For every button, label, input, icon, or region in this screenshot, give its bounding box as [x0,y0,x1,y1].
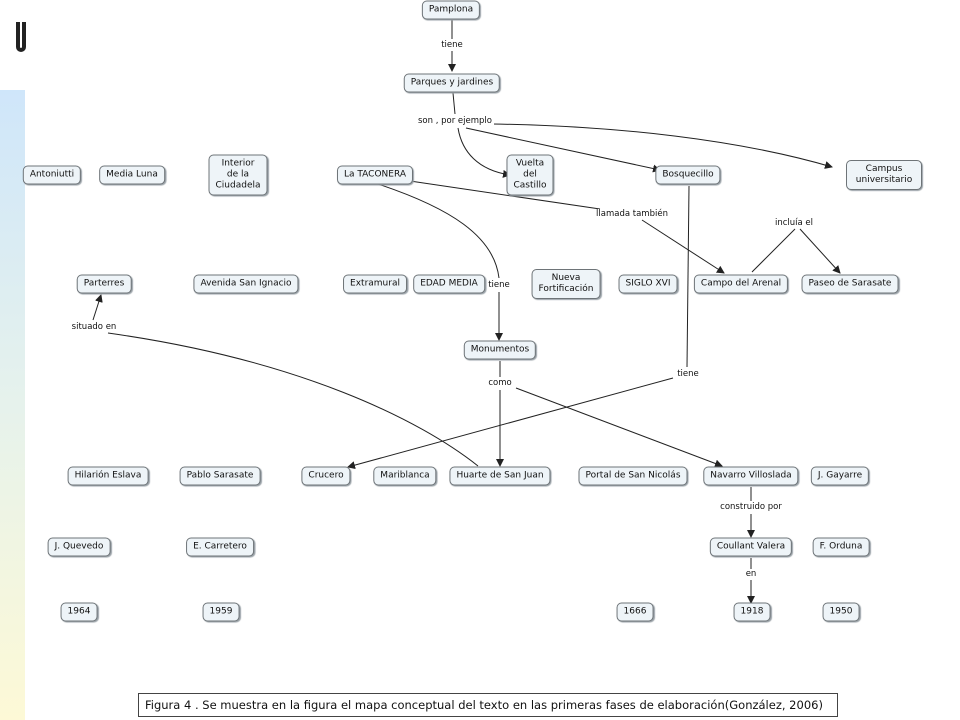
concept-node[interactable]: 1959 [202,602,240,622]
concept-node[interactable]: Coullant Valera [709,537,793,557]
concept-node[interactable]: Paseo de Sarasate [801,274,899,294]
link-label-llamada-tambien: llamada también [594,209,670,219]
concept-node[interactable]: Mariblanca [373,466,437,486]
concept-node[interactable]: Monumentos [463,340,537,360]
edge-tiene-crucero [347,377,674,470]
concept-node[interactable]: Interior de la Ciudadela [208,154,268,196]
edge-incluia-paseo [799,228,841,274]
concept-node[interactable]: Pablo Sarasate [179,466,261,486]
figure-caption: Figura 4 . Se muestra en la figura el ma… [138,693,838,717]
concept-node[interactable]: 1964 [60,602,98,622]
corner-logo-mark [16,22,26,52]
concept-node[interactable]: 1950 [822,602,860,622]
link-label-tiene: tiene [675,369,701,379]
concept-node[interactable]: Navarro Villoslada [703,466,799,486]
concept-node[interactable]: F. Orduna [812,537,870,557]
link-label-tiene: tiene [439,40,465,50]
concept-node[interactable]: Nueva Fortificación [531,269,601,299]
edge-llamada-campo [641,219,725,274]
edge-parques-son [452,92,456,115]
concept-node[interactable]: La TACONERA [336,165,414,185]
concept-node[interactable]: Portal de San Nicolás [578,466,688,486]
concept-node[interactable]: EDAD MEDIA [413,274,485,294]
link-label-construido-por: construido por [718,502,784,512]
concept-node[interactable]: Huarte de San Juan [449,466,551,486]
concept-node[interactable]: SIGLO XVI [618,274,678,294]
concept-node[interactable]: Vuelta del Castillo [506,154,554,196]
concept-node[interactable]: Bosquecillo [655,165,721,185]
concept-node[interactable]: 1666 [616,602,654,622]
edge-son-campus [491,123,833,169]
edge-situado-parterres [92,294,103,321]
edge-campo-incluia [751,228,796,273]
concept-node[interactable]: Parques y jardines [403,73,501,93]
edge-bosquecillo-tiene [686,185,690,368]
edge-taconera-llamada [409,180,601,210]
concept-node[interactable]: 1918 [733,602,771,622]
concept-node[interactable]: Parterres [76,274,132,294]
link-label-tiene: tiene [486,280,512,290]
concept-node[interactable]: J. Quevedo [47,537,111,557]
concept-node[interactable]: Hilarión Eslava [67,466,149,486]
concept-node[interactable]: Crucero [301,466,351,486]
link-label-son-por-ejemplo: son , por ejemplo [416,116,494,126]
concept-node[interactable]: Pamplona [421,0,481,20]
concept-node[interactable]: Campo del Arenal [693,274,789,294]
edge-son-vuelta [457,127,511,178]
concept-node[interactable]: E. Carretero [186,537,254,557]
concept-node[interactable]: Campus universitario [846,160,922,190]
concept-node[interactable]: Media Luna [99,165,165,185]
concept-node[interactable]: Avenida San Ignacio [193,274,299,294]
edge-huarte-situado [107,332,479,467]
concept-node[interactable]: J. Gayarre [810,466,870,486]
left-gradient-stripe [0,90,25,720]
edge-son-bosquecillo [465,127,661,173]
link-label-incluia-el: incluía el [772,218,816,228]
edge-como-navarro [515,387,723,468]
link-label-en: en [743,569,759,579]
concept-node[interactable]: Antoniutti [22,165,82,185]
edge-taconera-tiene [377,183,500,279]
link-label-como: como [486,378,514,388]
link-label-situado-en: situado en [69,322,119,332]
concept-node[interactable]: Extramural [343,274,407,294]
